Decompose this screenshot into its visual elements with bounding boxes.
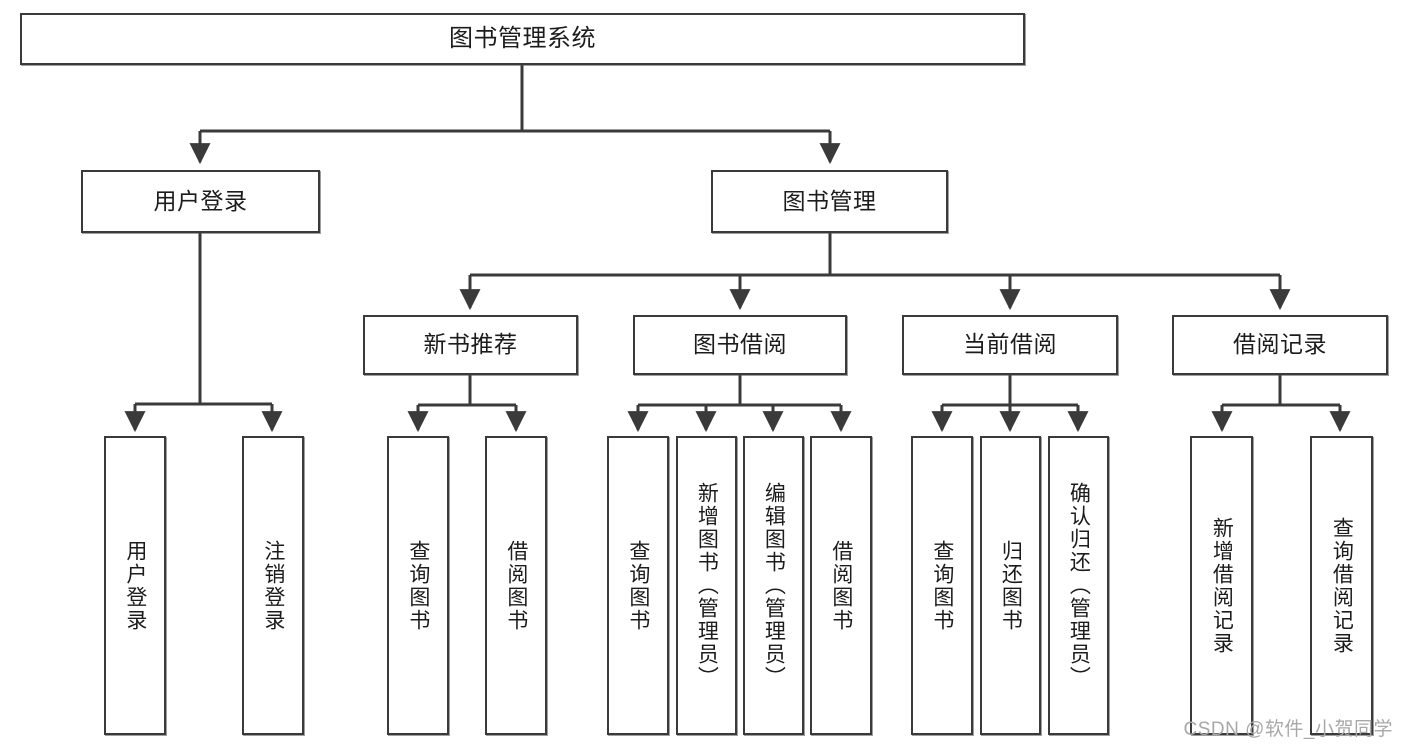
leaf-borrow-borrow-book[interactable]: 借阅图书: [810, 436, 872, 735]
leaf-label: 编辑图书（管理员）: [762, 482, 786, 689]
leaf-current-confirm-return-admin[interactable]: 确认归还（管理员）: [1048, 436, 1109, 735]
node-root-system[interactable]: 图书管理系统: [20, 13, 1025, 65]
leaf-new-book-query-book[interactable]: 查询图书: [387, 436, 449, 735]
leaf-record-add-record[interactable]: 新增借阅记录: [1190, 436, 1253, 735]
leaf-label: 确认归还（管理员）: [1067, 482, 1091, 689]
node-book-borrow[interactable]: 图书借阅: [633, 315, 847, 375]
leaf-label: 借阅图书: [504, 539, 528, 632]
leaf-label: 新增借阅记录: [1210, 516, 1234, 655]
node-user-login[interactable]: 用户登录: [81, 170, 320, 233]
leaf-borrow-add-book-admin[interactable]: 新增图书（管理员）: [676, 436, 737, 735]
leaf-user-login-login[interactable]: 用户登录: [104, 436, 166, 735]
node-current-borrow[interactable]: 当前借阅: [902, 315, 1118, 375]
leaf-current-query-book[interactable]: 查询图书: [911, 436, 973, 735]
leaf-label: 查询图书: [406, 539, 430, 632]
csdn-watermark: CSDN @软件_小贺同学: [1183, 719, 1393, 740]
leaf-record-query-record[interactable]: 查询借阅记录: [1310, 436, 1373, 735]
leaf-label: 注销登录: [261, 539, 285, 632]
node-new-book-recommend[interactable]: 新书推荐: [363, 315, 578, 375]
leaf-new-book-borrow-book[interactable]: 借阅图书: [485, 436, 547, 735]
leaf-label: 借阅图书: [829, 539, 853, 632]
leaf-label: 查询图书: [626, 539, 650, 632]
leaf-label: 新增图书（管理员）: [695, 482, 719, 689]
leaf-borrow-query-book[interactable]: 查询图书: [607, 436, 669, 735]
leaf-label: 归还图书: [999, 539, 1023, 632]
node-book-management[interactable]: 图书管理: [711, 170, 948, 233]
leaf-current-return-book[interactable]: 归还图书: [980, 436, 1041, 735]
leaf-label: 查询图书: [930, 539, 954, 632]
leaf-label: 用户登录: [123, 539, 147, 632]
leaf-label: 查询借阅记录: [1330, 516, 1354, 655]
leaf-user-login-logout[interactable]: 注销登录: [242, 436, 304, 735]
node-borrow-record[interactable]: 借阅记录: [1172, 315, 1388, 375]
leaf-borrow-edit-book-admin[interactable]: 编辑图书（管理员）: [743, 436, 804, 735]
